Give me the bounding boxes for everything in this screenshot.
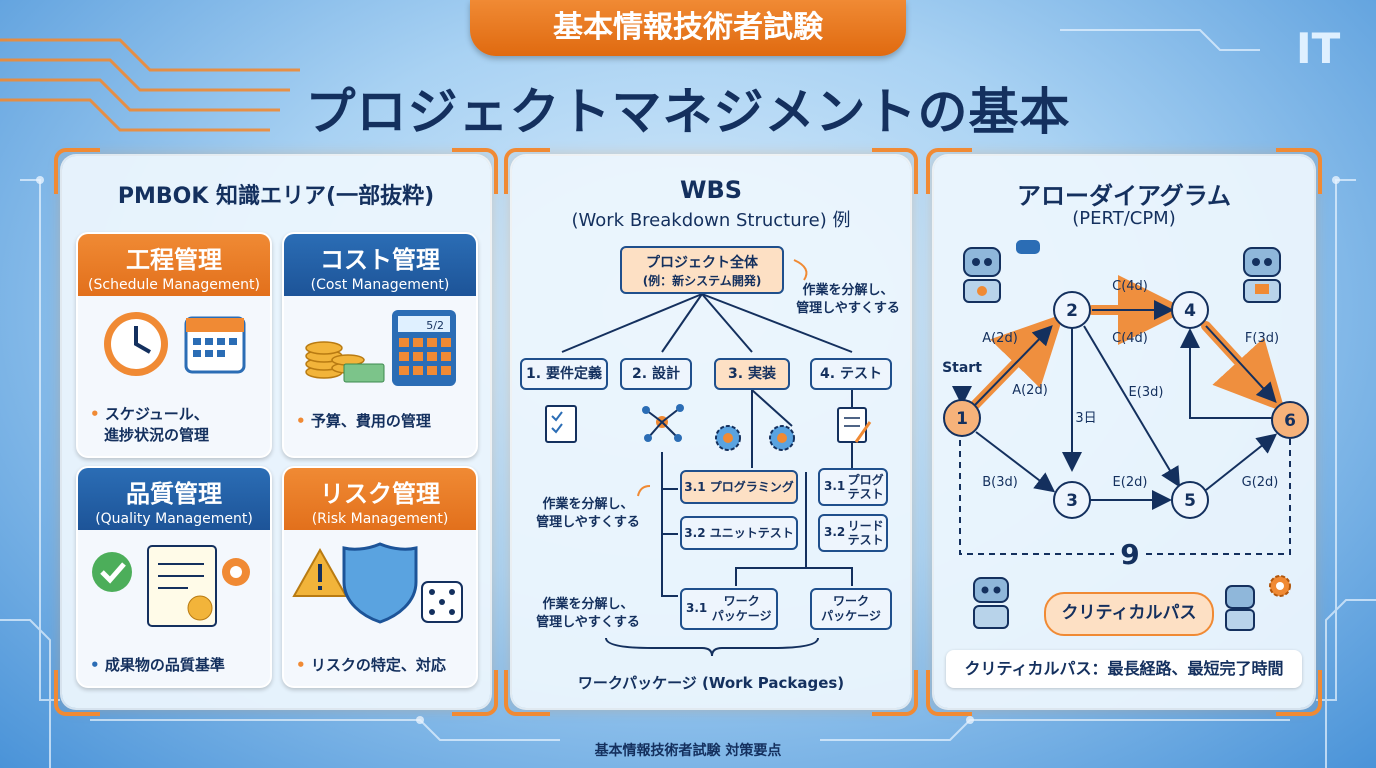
cost-card: コスト管理 (Cost Management) 5/2 • 予算、費用の管理: [282, 232, 478, 458]
cost-subtitle: (Cost Management): [310, 277, 450, 293]
wbs-requirements: 1. 要件定義: [520, 358, 608, 390]
edge-a1: A(2d): [982, 331, 1018, 346]
node-3: [1053, 481, 1091, 519]
wbs-subtitle: (Work Breakdown Structure) 例: [571, 210, 851, 231]
wbs-note-bottom: 作業を分解し、管理しやすくする: [536, 597, 640, 630]
wbs-title: WBS: [679, 176, 743, 204]
critical-path-note: クリティカルパス：最長経路、最短完了時間: [946, 650, 1302, 688]
page-title: プロジェクトマネジメントの基本: [305, 83, 1071, 141]
certificate-check-icon: [92, 545, 250, 627]
edge-g: G(2d): [1242, 475, 1279, 490]
arrow-title: アローダイアグラム: [1016, 182, 1232, 210]
quality-card: 品質管理 (Quality Management) • 成果物の品質基準: [76, 466, 272, 688]
work-package-brace: [605, 637, 819, 657]
schedule-card: 工程管理 (Schedule Management) • スケジュール、 進捗状…: [76, 232, 272, 458]
edge-c1: C(4d): [1112, 279, 1148, 294]
pmbok-panel: PMBOK 知識エリア(一部抜粋) 工程管理 (Schedule Managem…: [54, 148, 498, 716]
wbs-design: 2. 設計: [620, 358, 692, 390]
cost-desc: 予算、費用の管理: [310, 412, 431, 430]
wbs-connectors: [545, 259, 872, 597]
quality-title: 品質管理: [126, 480, 222, 508]
arrow-subtitle: (PERT/CPM): [1072, 208, 1176, 229]
calculator-display: 5/2: [426, 319, 444, 332]
wbs-note-top: 作業を分解し、管理しやすくする: [796, 283, 900, 316]
node-2-label: 2: [1066, 301, 1078, 321]
risk-desc: リスクの特定、対応: [310, 656, 446, 674]
edge-a2: A(2d): [1012, 383, 1048, 398]
wbs-note-mid: 作業を分解し、管理しやすくする: [536, 497, 640, 530]
edge-3d: 3日: [1075, 411, 1096, 426]
work-package-2: ワークパッケージ: [810, 588, 892, 630]
schedule-title: 工程管理: [126, 246, 222, 274]
arrow-diagram: 1 2 3 4 5 6 Start A(2d) A(2d) C(4d) C(4d…: [942, 240, 1309, 631]
node-6: [1271, 401, 1309, 439]
node-4: [1171, 291, 1209, 329]
edge-c2: C(4d): [1112, 331, 1148, 346]
clock-calendar-icon: [104, 312, 246, 376]
risk-subtitle: (Risk Management): [311, 511, 449, 527]
node-3-label: 3: [1066, 491, 1078, 511]
schedule-desc-1: スケジュール、: [104, 405, 209, 423]
shield-warning-dice-icon: [292, 542, 463, 624]
wbs-programming: 3.1 プログラミング: [680, 470, 798, 504]
document-check-icon: [545, 405, 577, 443]
quality-subtitle: (Quality Management): [95, 511, 253, 527]
edge-e3: E(3d): [1129, 385, 1164, 400]
pmbok-title: PMBOK 知識エリア(一部抜粋): [117, 184, 435, 209]
wbs-unit-test: 3.2 ユニットテスト: [680, 516, 798, 550]
wbs-implementation: 3. 実装: [714, 358, 790, 390]
schedule-desc-2: 進捗状況の管理: [104, 426, 210, 444]
arrow-panel: アローダイアグラム (PERT/CPM): [926, 148, 1322, 716]
total-duration: 9: [1120, 538, 1139, 571]
critical-path-badge: クリティカルパス: [1044, 592, 1214, 636]
wbs-panel: WBS (Work Breakdown Structure) 例: [504, 148, 918, 716]
risk-card: リスク管理 (Risk Management) • リスクの特定、対応: [282, 466, 478, 688]
work-package-caption: ワークパッケージ (Work Packages): [577, 674, 845, 692]
risk-title: リスク管理: [320, 480, 440, 508]
robot-icon: [1243, 247, 1281, 303]
coins-calculator-icon: 5/2: [305, 310, 456, 386]
node-1: [943, 399, 981, 437]
quality-desc: 成果物の品質基準: [104, 656, 225, 674]
robot-icon: [973, 577, 1009, 629]
it-logo: IT: [1296, 24, 1341, 73]
robot-icon: [963, 240, 1040, 303]
wbs-root: プロジェクト全体(例：新システム開発): [620, 246, 784, 294]
node-5: [1171, 481, 1209, 519]
document-pen-icon: [837, 407, 872, 443]
robot-gear-icon: [1225, 575, 1291, 631]
start-label: Start: [942, 360, 982, 376]
node-5-label: 5: [1184, 491, 1196, 511]
cost-title: コスト管理: [320, 246, 440, 274]
node-2: [1053, 291, 1091, 329]
exam-tag: 基本情報技術者試験: [470, 0, 906, 56]
node-1-label: 1: [956, 409, 968, 429]
network-icon: [642, 404, 684, 442]
node-4-label: 4: [1184, 301, 1196, 321]
edge-f: F(3d): [1245, 331, 1279, 346]
node-6-label: 6: [1284, 411, 1296, 431]
edge-e2: E(2d): [1113, 475, 1148, 490]
wbs-test: 4. テスト: [810, 358, 892, 390]
footer: 基本情報技術者試験 対策要点: [594, 743, 782, 759]
gear-icon: [715, 425, 795, 451]
edge-b: B(3d): [982, 475, 1018, 490]
schedule-subtitle: (Schedule Management): [88, 277, 260, 293]
